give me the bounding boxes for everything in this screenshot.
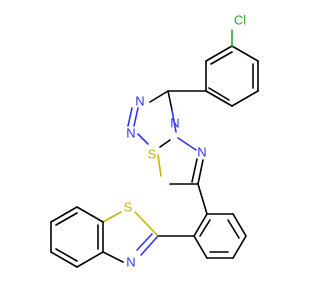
benzothiazole-benzo-ring bbox=[50, 206, 104, 268]
chlorophenyl-ring bbox=[205, 45, 259, 107]
triazole-n1-label: N bbox=[135, 94, 144, 109]
benzothiazole-n-label: N bbox=[126, 255, 135, 270]
chlorine-label: Cl bbox=[234, 13, 246, 28]
triazole-ring bbox=[127, 90, 177, 148]
benzothiazole-s-label: S bbox=[124, 200, 133, 215]
phenylene-ring bbox=[193, 213, 247, 259]
benzothiazole-thiazole-ring bbox=[102, 211, 159, 263]
atom-labels: Cl N N N N S S N bbox=[124, 13, 247, 270]
thiadiazole-ring bbox=[157, 137, 204, 185]
bridge-n-label: N bbox=[170, 116, 179, 131]
triazole-n2-label: N bbox=[126, 126, 135, 141]
thiadiazole-s-label: S bbox=[148, 147, 157, 162]
thiadiazole-aryl-bond bbox=[197, 183, 208, 215]
thiadiazole-n-label: N bbox=[197, 145, 206, 160]
molecule-structure-diagram: Cl N N N N S S N bbox=[50, 13, 259, 270]
